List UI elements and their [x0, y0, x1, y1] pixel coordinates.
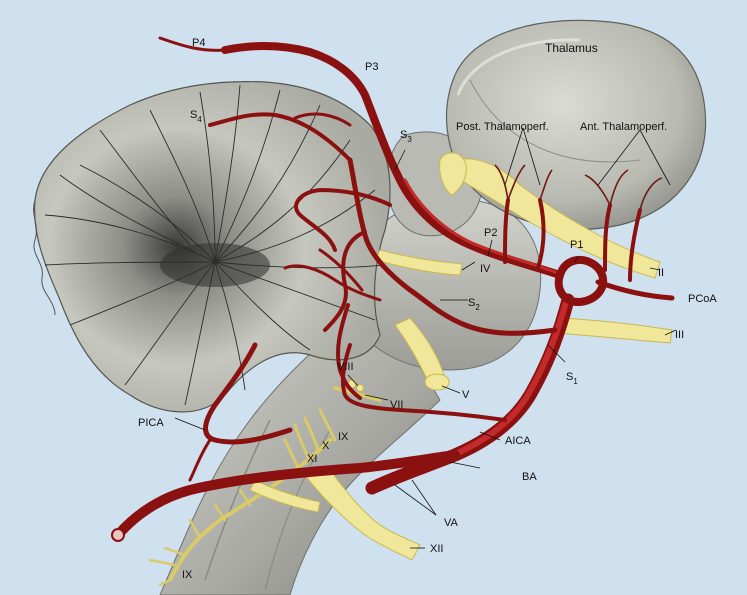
label-nerve-ix-lower: IX — [182, 569, 193, 581]
label-nerve-xii: XII — [430, 543, 443, 555]
label-nerve-v: V — [462, 389, 470, 401]
label-pica: PICA — [138, 417, 164, 429]
label-nerve-vii: VII — [390, 399, 403, 411]
label-nerve-viii: VIII — [337, 361, 354, 373]
label-p2: P2 — [484, 227, 497, 239]
label-nerve-xi: XI — [307, 453, 317, 465]
label-p3: P3 — [365, 61, 378, 73]
thalamoperforators — [494, 127, 671, 211]
label-s1: S1 — [566, 371, 578, 386]
label-nerve-ix-upper: IX — [338, 431, 349, 443]
label-nerve-iv: IV — [480, 263, 491, 275]
label-aica: AICA — [505, 435, 531, 447]
labels: Thalamus Post. Thalamoperf. Ant. Thalamo… — [138, 37, 717, 581]
cerebellum — [33, 81, 391, 413]
label-ant-thalamoperf: Ant. Thalamoperf. — [580, 121, 667, 133]
arteries — [111, 36, 675, 542]
label-s4: S4 — [190, 109, 202, 124]
label-nerve-iii: III — [675, 329, 684, 341]
label-post-thalamoperf: Post. Thalamoperf. — [456, 121, 549, 133]
label-va: VA — [444, 517, 459, 529]
label-pcoa: PCoA — [688, 293, 717, 305]
label-nerve-x: X — [322, 440, 330, 452]
label-ba: BA — [522, 471, 537, 483]
label-s2: S2 — [468, 297, 480, 312]
leader-lines — [174, 149, 677, 549]
label-p4: P4 — [192, 37, 205, 49]
label-s3: S3 — [400, 129, 412, 144]
label-p1: P1 — [570, 239, 583, 251]
label-thalamus: Thalamus — [545, 41, 598, 55]
label-nerve-ii: II — [658, 267, 664, 279]
